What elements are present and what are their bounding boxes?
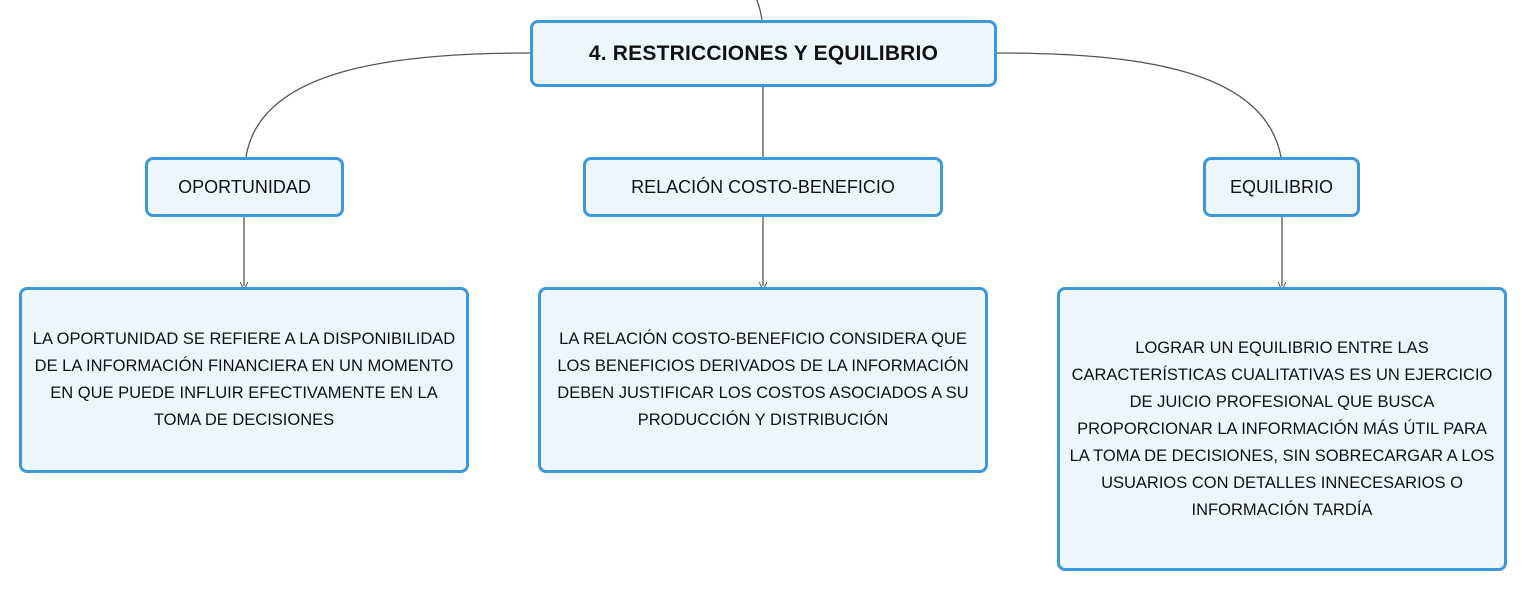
root-topic-node[interactable]: 4. RESTRICCIONES Y EQUILIBRIO	[530, 20, 997, 87]
topic-node-oportunidad[interactable]: OPORTUNIDAD	[145, 157, 344, 217]
connector-from-parent	[756, 0, 763, 21]
detail-text-oportunidad: LA OPORTUNIDAD SE REFIERE A LA DISPONIBI…	[32, 330, 456, 429]
detail-node-relacion-costo-beneficio[interactable]: LA RELACIÓN COSTO-BENEFICIO CONSIDERA QU…	[538, 287, 988, 473]
root-topic-label: 4. RESTRICCIONES Y EQUILIBRIO	[588, 41, 939, 65]
detail-node-oportunidad[interactable]: LA OPORTUNIDAD SE REFIERE A LA DISPONIBI…	[19, 287, 469, 473]
topic-label-equilibrio: EQUILIBRIO	[1229, 176, 1334, 197]
topic-node-relacion-costo-beneficio[interactable]: RELACIÓN COSTO-BENEFICIO	[583, 157, 943, 217]
topic-node-equilibrio[interactable]: EQUILIBRIO	[1203, 157, 1360, 217]
topic-label-relacion-costo-beneficio: RELACIÓN COSTO-BENEFICIO	[631, 176, 895, 197]
detail-node-equilibrio[interactable]: LOGRAR UN EQUILIBRIO ENTRE LAS CARACTERÍ…	[1057, 287, 1507, 571]
detail-text-equilibrio: LOGRAR UN EQUILIBRIO ENTRE LAS CARACTERÍ…	[1069, 338, 1495, 519]
topic-label-oportunidad: OPORTUNIDAD	[178, 176, 311, 197]
detail-text-relacion-costo-beneficio: LA RELACIÓN COSTO-BENEFICIO CONSIDERA QU…	[557, 330, 969, 429]
connector-root-to-oportunidad	[245, 52, 531, 158]
connector-root-to-equilibrio	[996, 52, 1282, 158]
